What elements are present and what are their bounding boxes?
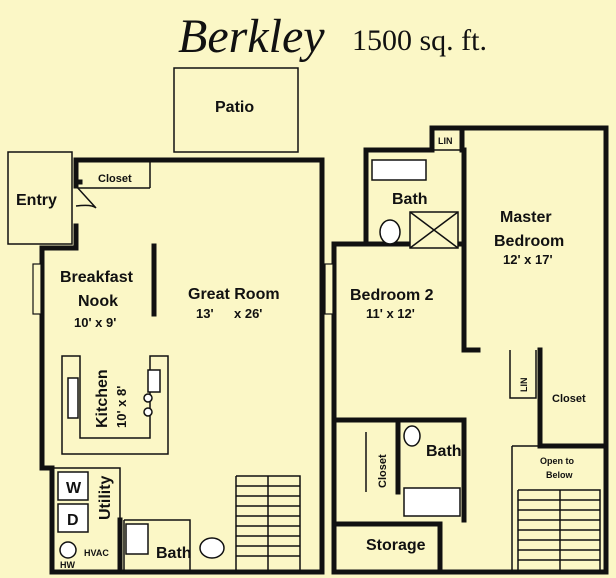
kitchen-label: Kitchen [94,369,111,428]
nook-window [32,263,42,315]
kitchen-counters [61,355,169,455]
stairs-second-floor [517,489,601,572]
stove-burner-1 [143,393,153,403]
utility-label: Utility [97,475,114,520]
bath-up-label: Bath [392,191,428,208]
lin-label-top: LIN [438,136,453,146]
bath-up-vanity [371,159,427,181]
bedroom2-window [324,263,334,315]
storage-walls [331,521,443,575]
storage-label: Storage [366,537,426,554]
bath-down-label: Bath [156,545,192,562]
stove-burner-2 [143,407,153,417]
bath-up-toilet [379,219,401,245]
master-label-line2: Bedroom [494,233,564,250]
bath-up2-toilet [403,425,421,447]
entry-outline [7,151,73,245]
lin-closet-2 [509,350,537,399]
washer [57,471,89,501]
patio-outline [173,67,299,153]
breakfast-label-line1: Breakfast [60,269,134,286]
entry-label: Entry [16,192,57,209]
dryer [57,503,89,533]
second-floor: LIN Bath Master Bedroom 12' x 17' Bedroo… [324,125,609,575]
breakfast-label-line2: Nook [78,293,118,310]
lin-closet-wall [431,128,462,151]
first-floor: Patio Entry Closet Breakfast Nook 10' x … [7,67,325,575]
bedroom2-label: Bedroom 2 [350,287,434,304]
master-closet-label: Closet [552,393,586,405]
bath-down-toilet [199,537,225,559]
plan-square-footage: 1500 sq. ft. [352,24,487,57]
master-label-line1: Master [500,209,552,226]
entry-door [75,185,97,209]
bath-up2-tub [403,487,461,517]
entry-closet-label: Closet [98,173,132,185]
bath-down-sink [125,523,149,555]
second-floor-walls [331,125,609,575]
bath-down-wall [123,519,191,572]
open-below-line1: Open to [540,456,574,466]
stairs-first-floor [235,475,301,572]
great-room-dim-width: 13' [196,306,214,321]
kitchen-dimensions: 10' x 8' [114,386,129,428]
open-below-line2: Below [546,470,574,480]
master-dimensions: 12' x 17' [503,252,553,267]
kitchen-sink [67,377,79,419]
closet-bed2-label: Closet [377,454,389,488]
dryer-label: D [67,512,79,529]
water-heater [59,541,77,559]
hw-label: HW [60,560,75,570]
shower-cross [409,211,459,249]
bedroom2-dimensions: 11' x 12' [366,306,415,321]
great-room-dim-length: x 26' [234,306,262,321]
lin-label-2: LIN [519,378,529,393]
first-floor-walls [39,157,325,575]
washer-label: W [66,480,82,497]
bedroom2-closet-walls [331,417,467,523]
patio-label: Patio [215,99,254,116]
breakfast-dimensions: 10' x 9' [74,315,116,330]
kitchen-fridge [147,369,161,393]
bath-up2-label: Bath [426,443,462,460]
utility-wall [52,467,121,572]
hvac-label: HVAC [84,548,109,558]
plan-title: Berkley [178,10,325,63]
open-below-outline [511,445,606,572]
great-room-label: Great Room [188,286,280,303]
entry-closet-wall [78,162,151,189]
